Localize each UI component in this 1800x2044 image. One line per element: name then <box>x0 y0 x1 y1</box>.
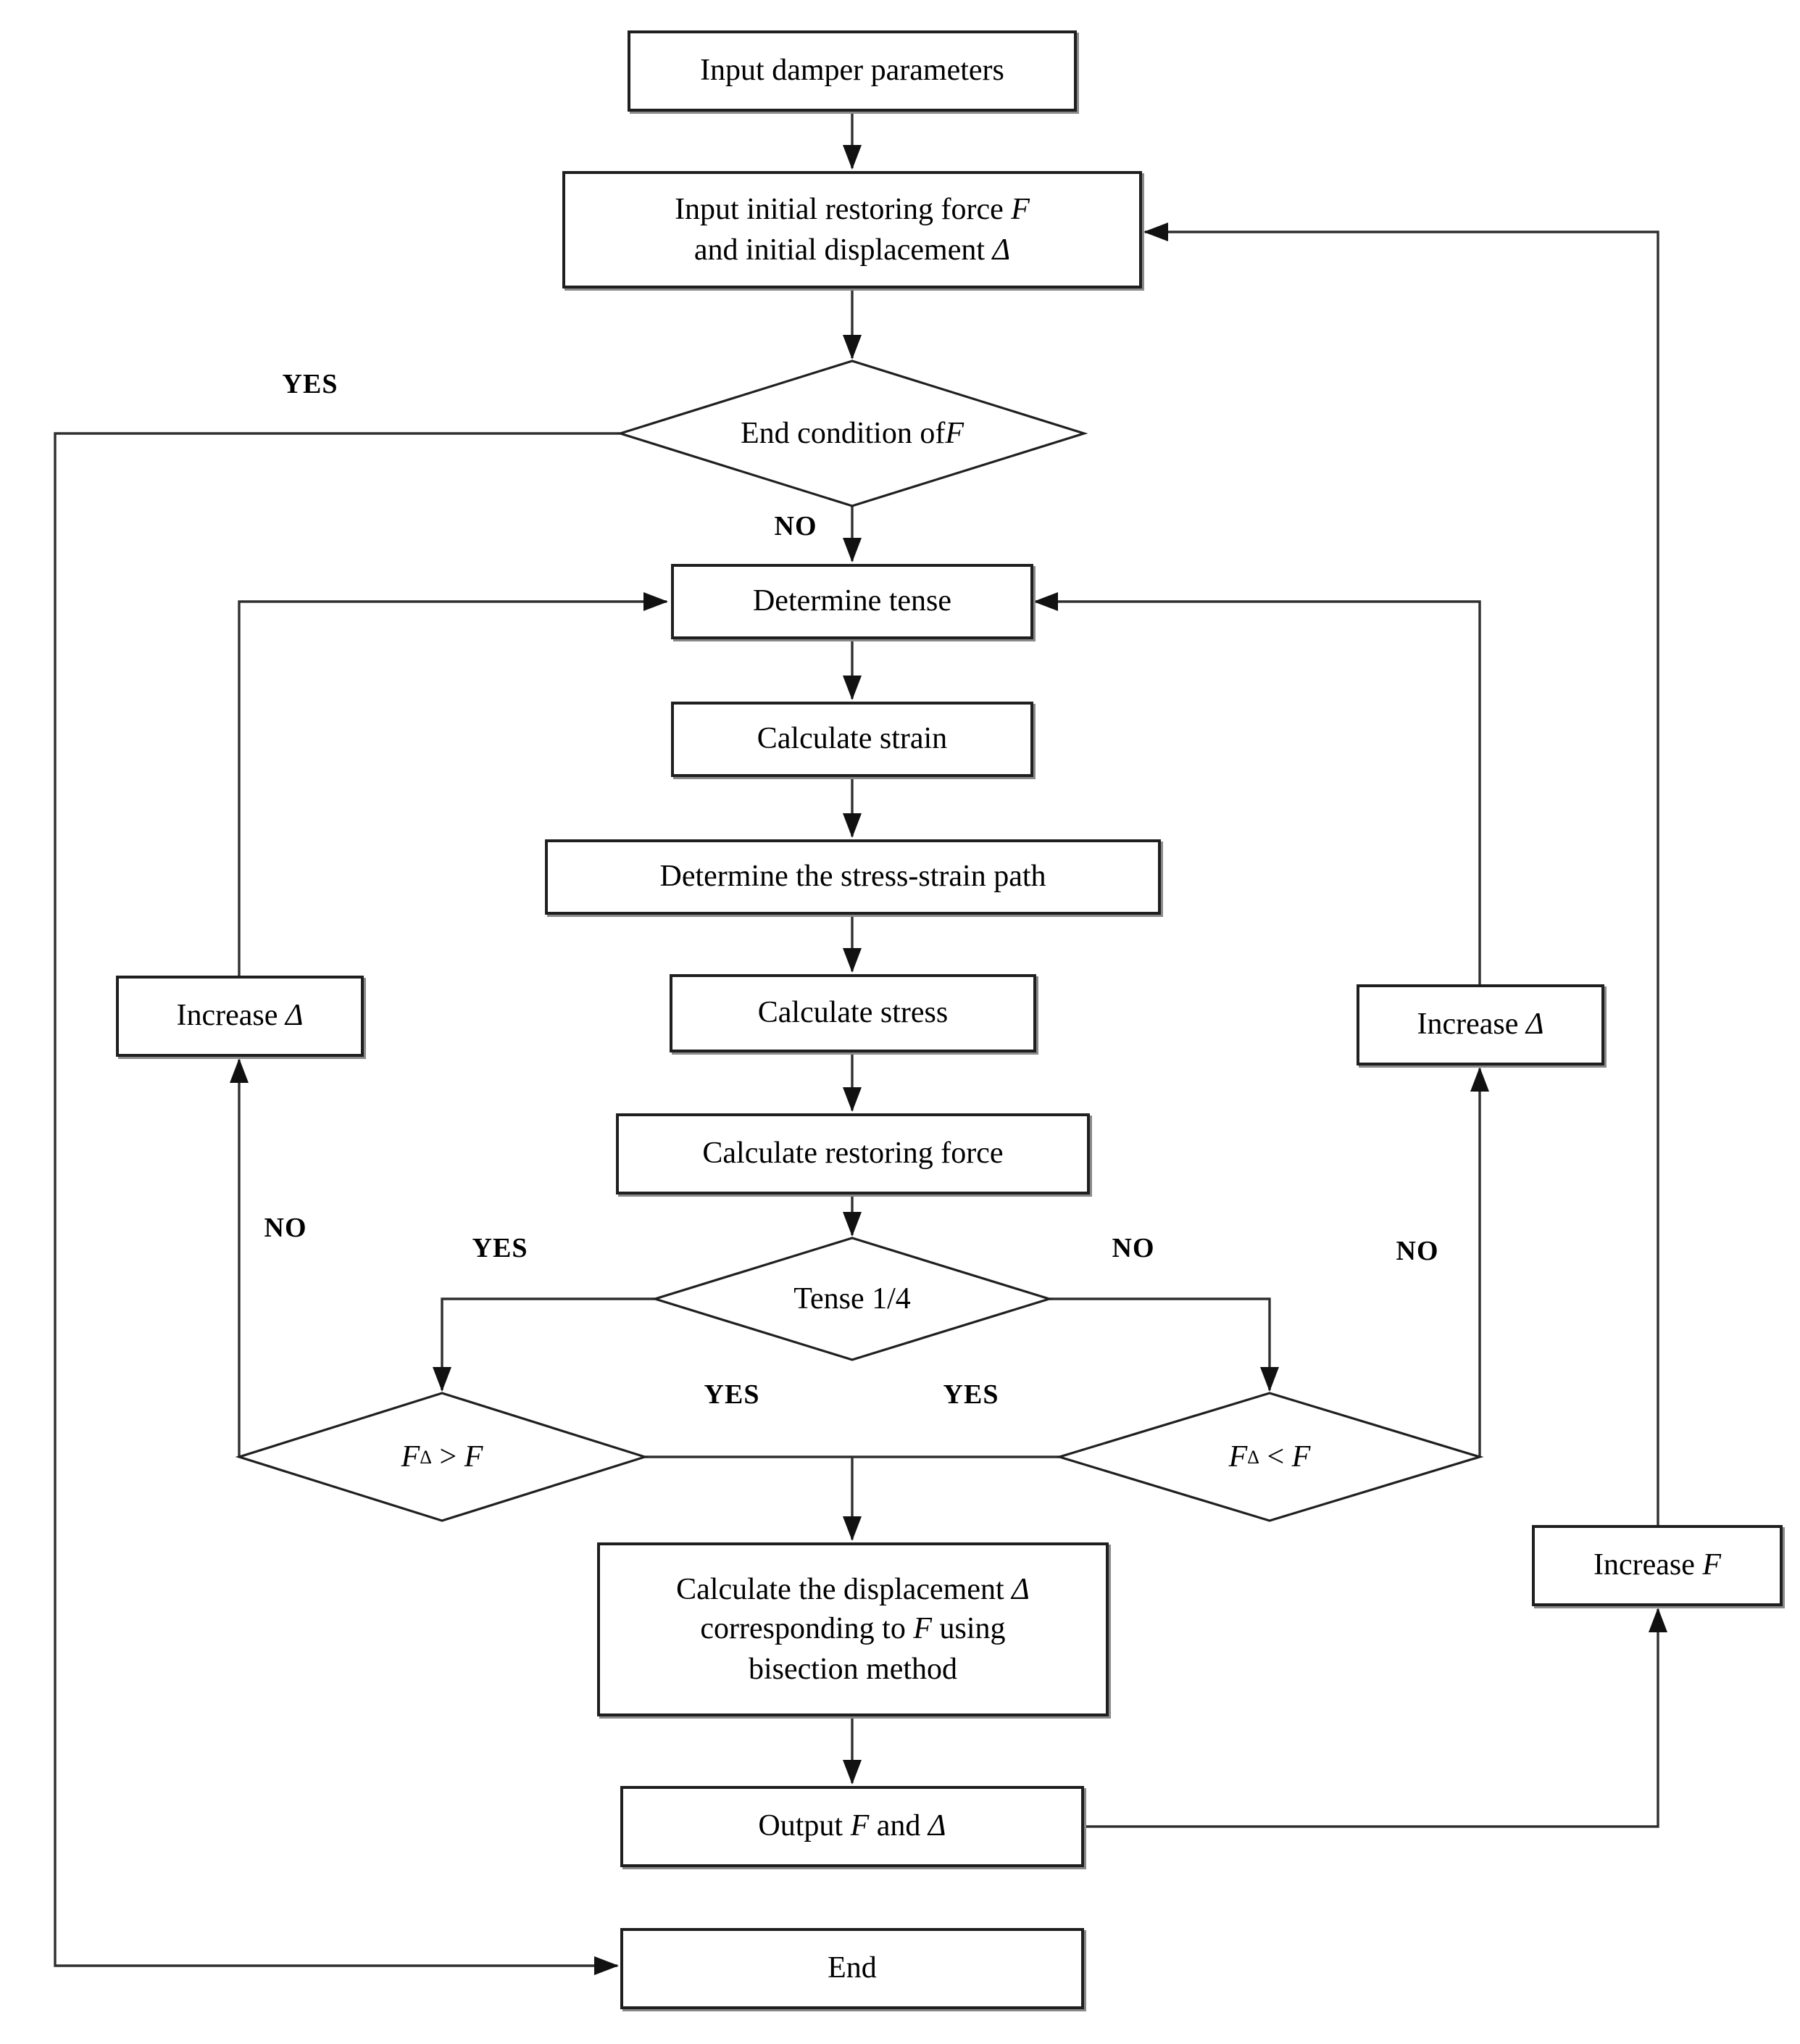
node-determine-tense-label: Determine tense <box>752 583 952 618</box>
edge-output-to-increase-f <box>1084 1608 1667 1828</box>
label-no-tense-right: NO <box>1112 1234 1155 1264</box>
edge-increase-f-to-initial <box>1143 223 1659 1525</box>
diamond-fd-lt-f <box>1055 1392 1484 1522</box>
node-calculate-strain: Calculate strain <box>671 702 1033 777</box>
node-input-damper-parameters: Input damper parameters <box>628 30 1077 112</box>
bisection-line1-var: Δ <box>1012 1571 1030 1607</box>
node-calculate-stress: Calculate stress <box>670 974 1036 1052</box>
node-input-damper-parameters-label: Input damper parameters <box>700 52 1004 88</box>
output-text2: and <box>869 1808 928 1843</box>
tense-quarter-text: Tense 1/4 <box>793 1281 911 1316</box>
bisection-line2-text-b: using <box>932 1611 1006 1646</box>
increase-delta-right-var: Δ <box>1525 1006 1544 1042</box>
increase-f-var: F <box>1702 1547 1722 1582</box>
node-calculate-restoring-force: Calculate restoring force <box>616 1113 1090 1195</box>
edge-increase-d-right-to-tense <box>1033 592 1481 984</box>
var-delta-icon: Δ <box>992 231 1011 266</box>
node-output: Output F and Δ <box>620 1786 1084 1867</box>
label-no-right-column: NO <box>1396 1237 1439 1267</box>
increase-delta-right-line: Increase Δ <box>1417 1005 1543 1045</box>
node-input-initial-line2-text: and initial displacement <box>693 231 993 266</box>
increase-delta-right-text: Increase <box>1417 1006 1526 1042</box>
node-output-line: Output F and Δ <box>758 1807 946 1847</box>
fd-lt-f-operator: < <box>1259 1439 1292 1474</box>
bisection-line2-text-a: corresponding to <box>700 1611 914 1646</box>
edge-tense14-no-to-flt <box>1049 1297 1279 1392</box>
node-stress-strain-path: Determine the stress-strain path <box>545 839 1161 915</box>
fd-gt-f-operator: > <box>432 1439 464 1474</box>
label-no-end-condition: NO <box>774 512 817 542</box>
label-yes-fd-lt: YES <box>943 1380 999 1411</box>
node-end: End <box>620 1928 1084 2009</box>
bisection-line1-text: Calculate the displacement <box>676 1571 1012 1607</box>
edge-increase-d-left-to-tense <box>238 592 668 976</box>
fd-lt-f-var2: F <box>1291 1439 1311 1474</box>
node-determine-tense: Determine tense <box>671 564 1033 639</box>
increase-delta-left-var: Δ <box>285 997 304 1033</box>
bisection-line2: corresponding to F using <box>700 1610 1005 1650</box>
node-input-initial-values: Input initial restoring force F and init… <box>562 171 1142 288</box>
node-end-label: End <box>828 1950 877 1985</box>
fd-lt-f-var1: F <box>1228 1439 1248 1474</box>
bisection-line2-var: F <box>913 1611 933 1646</box>
fd-gt-f-var2: F <box>464 1439 483 1474</box>
node-tense-quarter-label: Tense 1/4 <box>793 1281 911 1317</box>
output-text1: Output <box>758 1808 851 1843</box>
node-increase-delta-right: Increase Δ <box>1357 984 1604 1065</box>
bisection-line3-text: bisection method <box>748 1650 958 1686</box>
node-calculate-restoring-force-label: Calculate restoring force <box>702 1135 1004 1171</box>
increase-f-line: Increase F <box>1593 1546 1721 1586</box>
diamond-end-condition <box>616 360 1088 507</box>
label-yes-tense-left: YES <box>472 1234 528 1264</box>
node-bisection-method: Calculate the displacement Δ correspondi… <box>597 1542 1109 1716</box>
output-var1: F <box>850 1808 870 1843</box>
fd-lt-f-subscript: Δ <box>1247 1445 1260 1467</box>
node-input-initial-line1-text: Input initial restoring force <box>675 191 1012 227</box>
bisection-line1: Calculate the displacement Δ <box>676 1570 1030 1610</box>
increase-delta-left-text: Increase <box>176 997 286 1033</box>
var-F-icon: F <box>1011 191 1030 227</box>
diamond-fd-gt-f <box>235 1392 649 1522</box>
increase-delta-left-line: Increase Δ <box>176 997 303 1036</box>
label-yes-fd-gt: YES <box>704 1380 760 1411</box>
fd-gt-f-subscript: Δ <box>420 1445 433 1467</box>
diamond-tense-quarter <box>651 1237 1054 1361</box>
bisection-line3: bisection method <box>749 1649 957 1689</box>
node-calculate-strain-label: Calculate strain <box>757 720 948 756</box>
node-input-initial-line1: Input initial restoring force F <box>675 190 1030 230</box>
output-var2: Δ <box>928 1808 946 1843</box>
node-input-initial-line2: and initial displacement Δ <box>694 230 1010 270</box>
edge-endcond-yes-to-end <box>54 432 620 1975</box>
node-calculate-stress-label: Calculate stress <box>757 994 949 1030</box>
fd-gt-f-var1: F <box>401 1439 420 1474</box>
edge-tense14-yes-to-fgt <box>433 1297 655 1392</box>
node-increase-delta-left: Increase Δ <box>116 976 364 1057</box>
node-stress-strain-path-label: Determine the stress-strain path <box>659 858 1046 894</box>
node-end-condition-label: End condition of F <box>741 415 964 452</box>
label-no-left-column: NO <box>264 1213 307 1244</box>
node-increase-f: Increase F <box>1532 1525 1783 1606</box>
end-condition-var: F <box>945 415 964 450</box>
increase-f-text: Increase <box>1593 1547 1703 1582</box>
end-condition-text: End condition of <box>741 415 946 450</box>
label-yes-end-condition: YES <box>282 370 338 400</box>
